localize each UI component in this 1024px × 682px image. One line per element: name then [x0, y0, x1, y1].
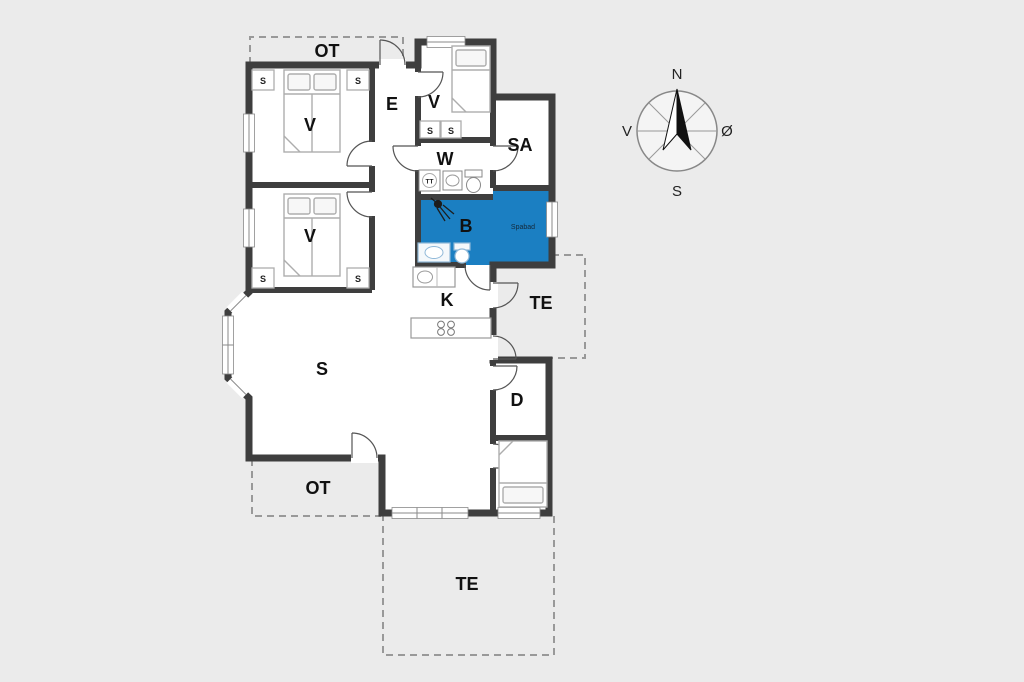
room-label-bathroom: B [460, 216, 473, 236]
wardrobe-icon [346, 69, 370, 91]
building-floor [228, 42, 552, 513]
room-label-bedroom-2: V [304, 226, 316, 246]
exterior-walls [224, 38, 556, 517]
door-arc [346, 140, 373, 167]
dryer-label: TT [426, 179, 434, 186]
window [243, 208, 255, 248]
bed-icon [283, 193, 341, 277]
room-label-living-room: S [316, 359, 328, 379]
kitchen-fixtures [410, 266, 492, 339]
window [426, 36, 466, 48]
window [222, 315, 234, 375]
shower-icon [430, 197, 455, 222]
door-arc [492, 282, 519, 309]
door-arc [417, 71, 444, 98]
bed-icon [451, 45, 491, 113]
door-arc [351, 432, 378, 459]
compass-needle-icon [662, 88, 692, 151]
door-arc [492, 145, 519, 172]
wardrobe-icon [419, 120, 441, 139]
door-opening [379, 59, 406, 70]
window [391, 507, 469, 519]
wardrobe-icon [346, 267, 370, 289]
compass-label-east: Ø [721, 123, 733, 140]
door-opening [487, 282, 498, 308]
dryer-icon: TT [418, 169, 441, 192]
door-arc [464, 264, 491, 291]
compass-label-south: S [672, 183, 682, 200]
room-label-terrace-right: TE [529, 293, 552, 313]
wardrobe-icon [440, 120, 462, 139]
toilet-icon [453, 242, 471, 264]
windows [222, 36, 558, 519]
bed-icon [498, 440, 548, 508]
room-label-terrace-bottom: TE [455, 574, 478, 594]
furniture [283, 45, 548, 508]
door-arc [492, 365, 518, 391]
door-arc [392, 145, 419, 172]
wardrobes [251, 69, 462, 289]
wardrobe-label: S [260, 76, 266, 86]
room-labels: OT V E V W SA B V K TE S D OT TE [304, 41, 553, 594]
sink-icon [417, 242, 451, 263]
wardrobe-label: S [355, 76, 361, 86]
room-label-sauna: SA [507, 135, 532, 155]
kitchen-sink-icon [412, 266, 456, 288]
utility-fixtures: TT [418, 169, 483, 193]
window [243, 113, 255, 153]
interior-walls [249, 65, 552, 513]
wardrobe-labels: S S S S S S [260, 76, 454, 284]
room-label-terrace-bottom-left: OT [306, 478, 331, 498]
terrace-bottom-left-outline [251, 459, 381, 517]
stove-icon [410, 317, 492, 339]
wardrobe-label: S [260, 274, 266, 284]
wardrobe-label: S [355, 274, 361, 284]
door-openings [351, 59, 498, 463]
wardrobe-label: S [448, 126, 454, 136]
room-label-bedroom-top: V [428, 92, 440, 112]
compass-label-north: N [672, 66, 683, 83]
door-arc [379, 39, 406, 66]
room-label-kitchen: K [441, 290, 454, 310]
compass: N S V Ø [622, 66, 733, 200]
window [546, 201, 558, 238]
door-opening [487, 335, 498, 360]
wardrobe-icon [251, 69, 275, 91]
terrace-outlines [249, 36, 586, 656]
terrace-top-outline [249, 36, 404, 64]
bathroom-fixtures: Spabad [417, 197, 535, 264]
bed-icon [283, 69, 341, 153]
door-opening [351, 452, 378, 463]
window [226, 291, 250, 315]
window [497, 507, 541, 519]
window [226, 375, 250, 399]
wardrobe-label: S [427, 126, 433, 136]
room-label-utility: W [437, 149, 454, 169]
door-arc [492, 335, 517, 360]
room-label-d-room: D [511, 390, 524, 410]
sink-icon [442, 170, 463, 191]
door-arc [346, 191, 373, 218]
compass-label-west: V [622, 123, 632, 140]
room-label-entry: E [386, 94, 398, 114]
wardrobe-icon [251, 267, 275, 289]
room-label-bedroom-1: V [304, 115, 316, 135]
terrace-right-outline [550, 254, 586, 359]
toilet-icon [464, 169, 483, 193]
spa-bath-label: Spabad [511, 224, 535, 231]
room-label-terrace-top: OT [315, 41, 340, 61]
